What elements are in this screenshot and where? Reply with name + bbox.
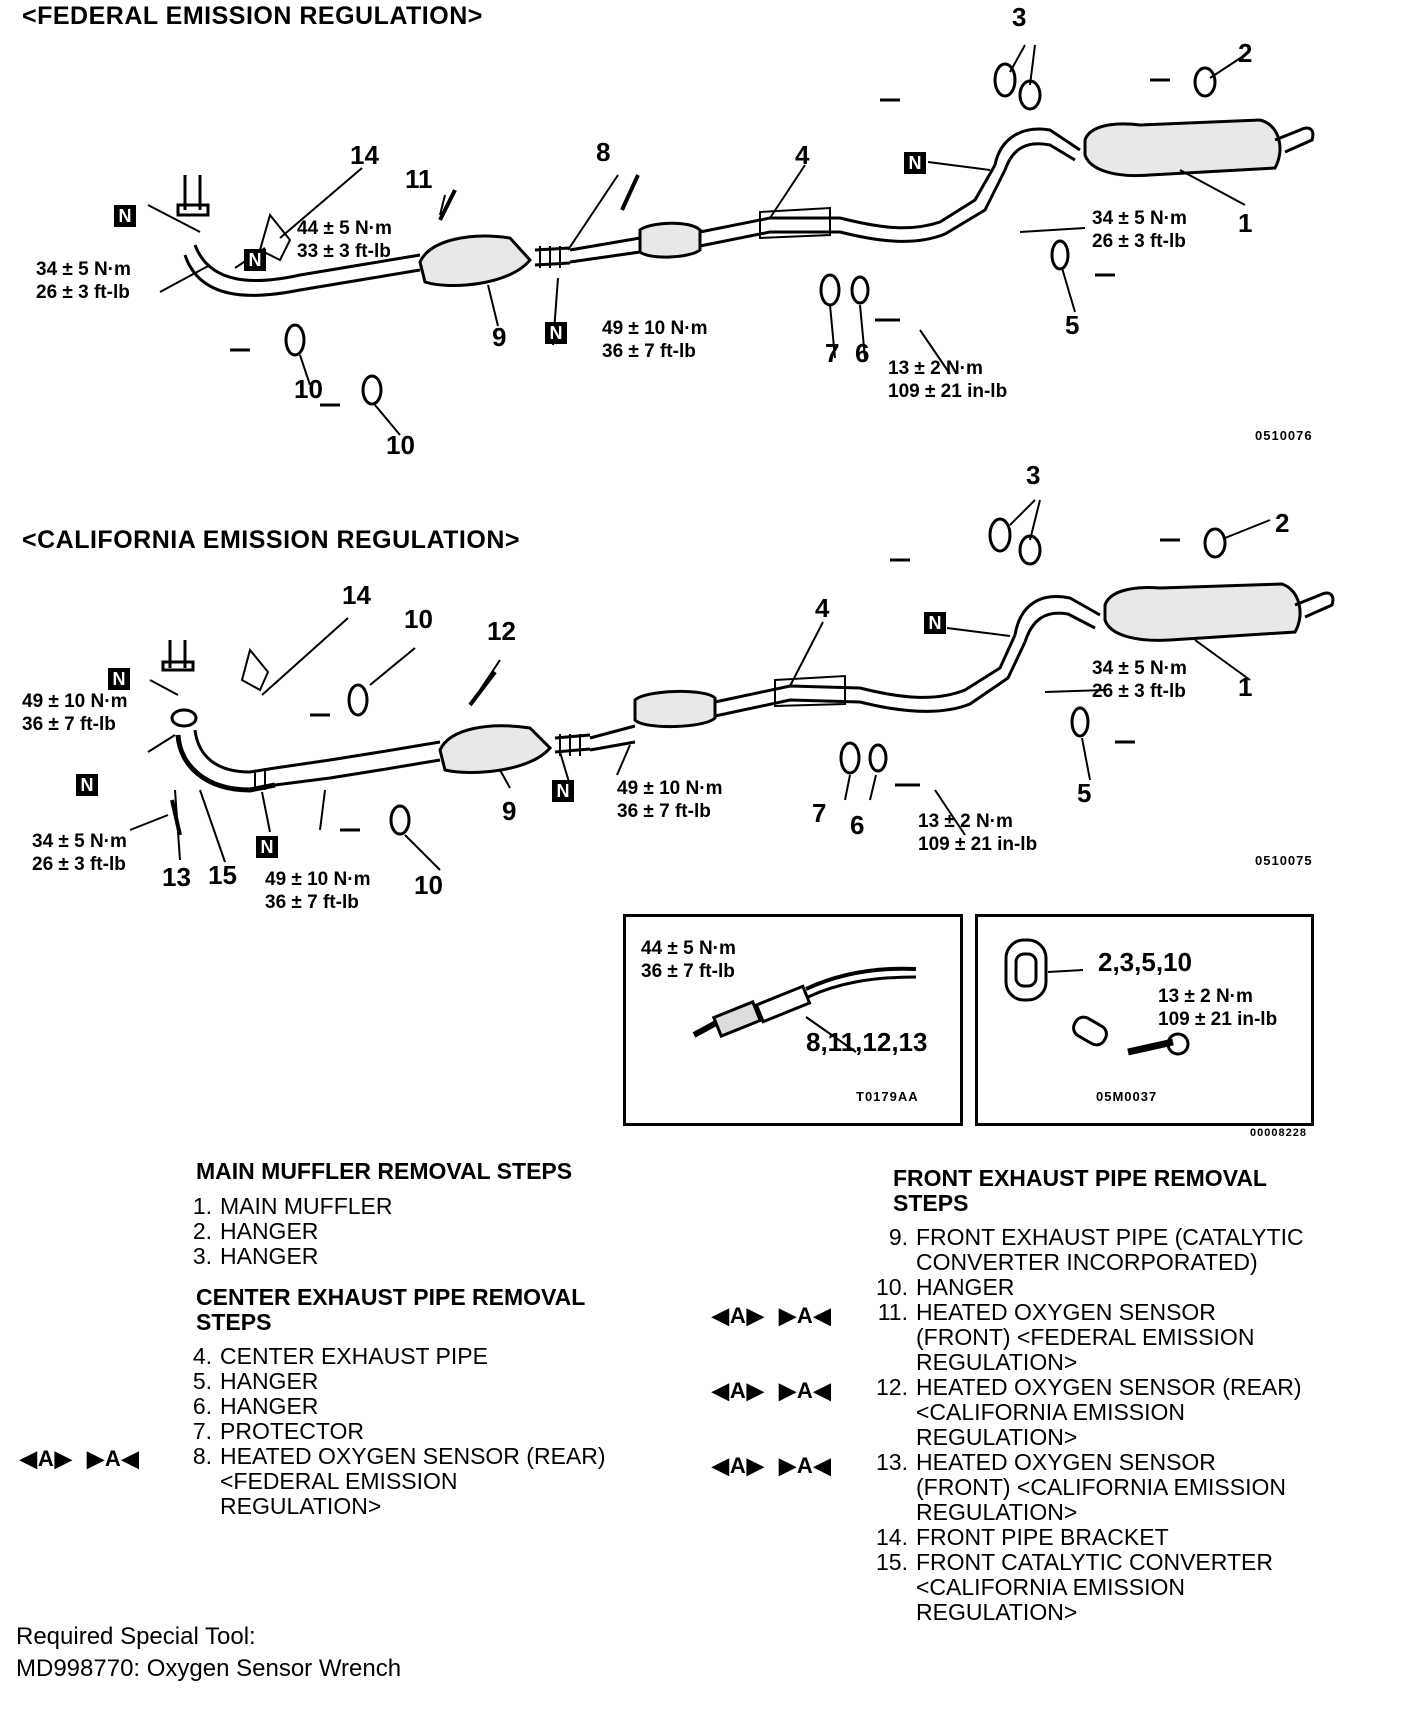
- callout-6: 6: [850, 810, 865, 840]
- california-torque-3: 49 ± 10 N·m 36 ± 7 ft-lb: [265, 869, 371, 913]
- federal-exhaust-diagram: [147, 44, 1315, 436]
- california-title: <CALIFORNIA EMISSION REGULATION>: [22, 526, 520, 554]
- center-pipe-heading: CENTER EXHAUST PIPE REMOVAL STEPS: [196, 1284, 586, 1335]
- oxygen-sensor-code: T0179AA: [856, 1089, 919, 1104]
- list-item: 7.PROTECTOR: [192, 1418, 364, 1444]
- callout-7: 7: [825, 338, 840, 368]
- list-item: 14.FRONT PIPE BRACKET: [876, 1524, 1169, 1550]
- callout-10b: 10: [386, 430, 415, 460]
- callout-6: 6: [855, 338, 870, 368]
- federal-title: <FEDERAL EMISSION REGULATION>: [22, 2, 483, 30]
- front-pipe-steps: 9.FRONT EXHAUST PIPE (CATALYTIC CONVERTE…: [872, 1225, 1372, 1625]
- callout-5: 5: [1077, 778, 1092, 808]
- list-item: 10.HANGER: [876, 1274, 1015, 1300]
- list-item: 15.FRONT CATALYTIC CONVERTER <CALIFORNIA…: [876, 1549, 1273, 1625]
- california-figure-code: 0510075: [1255, 853, 1313, 868]
- california-torque-4: 49 ± 10 N·m 36 ± 7 ft-lb: [617, 778, 723, 822]
- callout-1: 1: [1238, 208, 1253, 238]
- list-item: 5.HANGER: [192, 1368, 319, 1394]
- list-item: 3.HANGER: [192, 1243, 319, 1269]
- special-tool-label: Required Special Tool:: [16, 1623, 256, 1650]
- list-item: 6.HANGER: [192, 1393, 319, 1419]
- service-point-symbols: ◀A▶ ▶A◀: [712, 1453, 832, 1478]
- main-muffler-heading: MAIN MUFFLER REMOVAL STEPS: [196, 1158, 573, 1184]
- list-item: 2.HANGER: [192, 1218, 319, 1244]
- callout-11: 11: [405, 164, 433, 194]
- hanger-torque: 13 ± 2 N·m 109 ± 21 in-lb: [1158, 986, 1278, 1030]
- hanger-icon: [1004, 938, 1190, 1056]
- callout-14: 14: [342, 580, 371, 610]
- new-part-marker: N: [108, 668, 130, 690]
- callout-14: 14: [350, 140, 379, 170]
- callout-13: 13: [162, 862, 191, 892]
- callout-12: 12: [487, 616, 516, 646]
- hanger-parts: 2,3,5,10: [1098, 947, 1192, 977]
- main-muffler-steps: 1.MAIN MUFFLER 2.HANGER 3.HANGER: [176, 1194, 636, 1269]
- callout-2: 2: [1275, 508, 1290, 538]
- callout-15: 15: [208, 860, 237, 890]
- federal-torque-2: 34 ± 5 N·m 26 ± 3 ft-lb: [36, 259, 131, 303]
- california-torque-2: 34 ± 5 N·m 26 ± 3 ft-lb: [32, 831, 127, 875]
- california-exhaust-diagram: [129, 499, 1335, 871]
- callout-2: 2: [1238, 38, 1253, 68]
- list-item: 8.HEATED OXYGEN SENSOR (REAR) <FEDERAL E…: [192, 1443, 606, 1519]
- oxygen-sensor-inset: 44 ± 5 N·m 36 ± 7 ft-lb 8,11,12,13 T0179…: [623, 914, 963, 1126]
- list-item: 11.HEATED OXYGEN SENSOR (FRONT) <FEDERAL…: [877, 1299, 1255, 1375]
- callout-10: 10: [294, 374, 323, 404]
- service-point-symbols: ◀A▶ ▶A◀: [712, 1303, 832, 1328]
- list-item: 13.HEATED OXYGEN SENSOR (FRONT) <CALIFOR…: [876, 1449, 1286, 1525]
- new-part-marker: N: [256, 836, 278, 858]
- callout-10b: 10: [414, 870, 443, 900]
- oxygen-sensor-parts: 8,11,12,13: [806, 1027, 928, 1057]
- new-part-marker: N: [552, 780, 574, 802]
- new-part-marker: N: [924, 612, 946, 634]
- california-torque-1: 49 ± 10 N·m 36 ± 7 ft-lb: [22, 691, 128, 735]
- new-part-marker: N: [545, 322, 567, 344]
- front-pipe-heading: FRONT EXHAUST PIPE REMOVAL STEPS: [893, 1165, 1267, 1216]
- callout-3: 3: [1012, 2, 1027, 32]
- new-part-marker: N: [244, 249, 266, 271]
- federal-torque-3: 49 ± 10 N·m 36 ± 7 ft-lb: [602, 318, 708, 362]
- list-item: 12.HEATED OXYGEN SENSOR (REAR) <CALIFORN…: [876, 1374, 1302, 1450]
- figure-code: 00008228: [1250, 1127, 1307, 1139]
- federal-torque-1: 44 ± 5 N·m 33 ± 3 ft-lb: [297, 218, 392, 262]
- special-tool-name: MD998770: Oxygen Sensor Wrench: [16, 1655, 402, 1682]
- federal-figure-code: 0510076: [1255, 428, 1313, 443]
- list-item: 1.MAIN MUFFLER: [192, 1193, 393, 1219]
- california-torque-6: 34 ± 5 N·m 26 ± 3 ft-lb: [1092, 658, 1187, 702]
- california-torque-5: 13 ± 2 N·m 109 ± 21 in-lb: [918, 811, 1038, 855]
- callout-5: 5: [1065, 310, 1080, 340]
- list-item: 4.CENTER EXHAUST PIPE: [192, 1343, 488, 1369]
- callout-3: 3: [1026, 460, 1041, 490]
- callout-4: 4: [795, 140, 810, 170]
- service-point-symbols: ◀A▶ ▶A◀: [20, 1446, 140, 1471]
- federal-torque-4: 13 ± 2 N·m 109 ± 21 in-lb: [888, 358, 1008, 402]
- new-part-marker: N: [114, 205, 136, 227]
- callout-8: 8: [596, 137, 611, 167]
- callout-7: 7: [812, 798, 827, 828]
- hanger-code: 05M0037: [1096, 1089, 1158, 1104]
- center-pipe-steps: 4.CENTER EXHAUST PIPE 5.HANGER 6.HANGER …: [176, 1344, 656, 1519]
- federal-torque-5: 34 ± 5 N·m 26 ± 3 ft-lb: [1092, 208, 1187, 252]
- callout-1: 1: [1238, 672, 1253, 702]
- new-part-marker: N: [76, 774, 98, 796]
- hanger-inset: 2,3,5,10 13 ± 2 N·m 109 ± 21 in-lb 05M00…: [975, 914, 1314, 1126]
- new-part-marker: N: [904, 152, 926, 174]
- callout-9: 9: [502, 796, 517, 826]
- oxygen-sensor-torque: 44 ± 5 N·m 36 ± 7 ft-lb: [641, 938, 736, 982]
- list-item: 9.FRONT EXHAUST PIPE (CATALYTIC CONVERTE…: [888, 1224, 1304, 1275]
- callout-9: 9: [492, 322, 507, 352]
- callout-4: 4: [815, 593, 830, 623]
- callout-10: 10: [404, 604, 433, 634]
- oxygen-sensor-icon: [692, 966, 917, 1053]
- service-point-symbols: ◀A▶ ▶A◀: [712, 1378, 832, 1403]
